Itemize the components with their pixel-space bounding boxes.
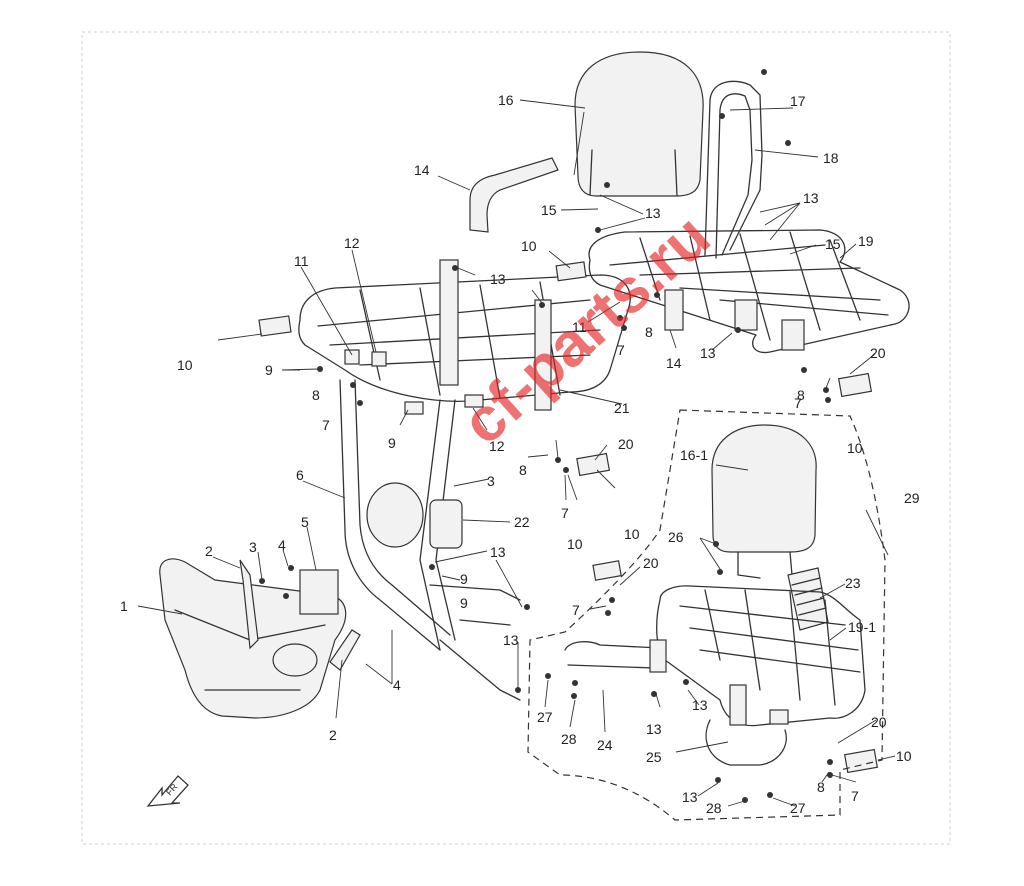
callout-14a: 14 [414,162,430,178]
callout-7b: 7 [617,342,625,358]
callout-13i: 13 [682,789,698,805]
callout-23: 23 [845,575,861,591]
callout-7d: 7 [794,395,802,411]
backrest-16 [574,51,704,197]
callout-8d: 8 [797,387,805,403]
bracket-2b [329,629,361,671]
callout-4b: 4 [393,677,401,693]
callout-9c: 9 [460,571,468,587]
callout-13e: 13 [490,544,506,560]
callout-3b: 3 [487,473,495,489]
callout-13d: 13 [700,345,716,361]
callout-16-1: 16-1 [680,447,708,463]
callout-22: 22 [514,514,530,530]
callout-17: 17 [790,93,806,109]
callout-8a: 8 [312,387,320,403]
reflector-10b [555,261,587,282]
callout-7a: 7 [322,417,330,433]
callout-15a: 15 [541,202,557,218]
callout-20a: 20 [870,345,886,361]
reflector-10c [576,452,611,477]
bracket-2 [239,559,259,650]
callout-29: 29 [904,490,920,506]
reflector-10a [258,315,292,337]
callout-10b: 10 [521,238,537,254]
callout-27a: 27 [537,709,553,725]
callout-11a: 11 [294,253,309,269]
callout-14b: 14 [666,355,682,371]
rear-rack-19 [588,229,910,354]
callout-9b: 9 [388,435,396,451]
callout-27b: 27 [790,800,806,816]
callout-20d: 20 [871,714,887,730]
callout-13b: 13 [645,205,661,221]
callout-15b: 15 [825,236,841,252]
mount-box-5 [299,569,339,615]
callout-10e: 10 [567,536,583,552]
callout-19: 19 [858,233,874,249]
callout-20c: 20 [643,555,659,571]
callout-labels: 1 2 2 3 3 4 4 5 6 7 7 7 7 7 7 8 8 8 8 8 … [120,92,920,816]
reflector-10d [837,372,873,398]
handle-pad-14 [469,157,559,233]
callout-9a: 9 [265,362,273,378]
callout-8c: 8 [519,462,527,478]
callout-13g: 13 [646,721,662,737]
callout-18: 18 [823,150,839,166]
callout-8b: 8 [645,324,653,340]
callout-12b: 12 [489,438,505,454]
callout-2b: 2 [329,727,337,743]
callout-10c: 10 [624,526,640,542]
callout-4: 4 [278,537,286,553]
reflector-10e [592,560,622,581]
callout-7c: 7 [561,505,569,521]
reflector-10f [843,748,879,774]
callout-28a: 28 [561,731,577,747]
callout-9d: 9 [460,595,468,611]
callout-3: 3 [249,539,257,555]
callout-13f: 13 [503,632,519,648]
callout-26: 26 [668,529,684,545]
callout-6: 6 [296,467,304,483]
callout-12a: 12 [344,235,360,251]
drawing-frame [81,31,951,845]
callout-8e: 8 [817,779,825,795]
fasteners [259,69,833,803]
callout-5: 5 [301,514,309,530]
callout-21: 21 [614,400,630,416]
rear-rack-19-1 [564,585,866,766]
leader-lines [137,99,896,807]
callout-2: 2 [205,543,213,559]
callout-10a: 10 [177,357,193,373]
callout-1: 1 [120,598,128,614]
callout-13a: 13 [490,271,506,287]
grab-handle-18 [704,80,763,259]
callout-13c: 13 [803,190,819,206]
callout-25: 25 [646,749,662,765]
callout-10d: 10 [847,440,863,456]
callout-19-1: 19-1 [848,619,876,635]
callout-7e: 7 [572,602,580,618]
callout-20b: 20 [618,436,634,452]
backrest-16-1 [711,424,817,579]
callout-24: 24 [597,737,613,753]
lower-rails [429,584,521,701]
callout-16: 16 [498,92,514,108]
forward-direction-arrow: FR [146,775,189,807]
callout-28b: 28 [706,800,722,816]
callout-7f: 7 [851,788,859,804]
callout-11b: 11 [572,319,587,335]
front-rack-frame [298,259,631,651]
callout-10f: 10 [896,748,912,764]
callout-13h: 13 [692,697,708,713]
